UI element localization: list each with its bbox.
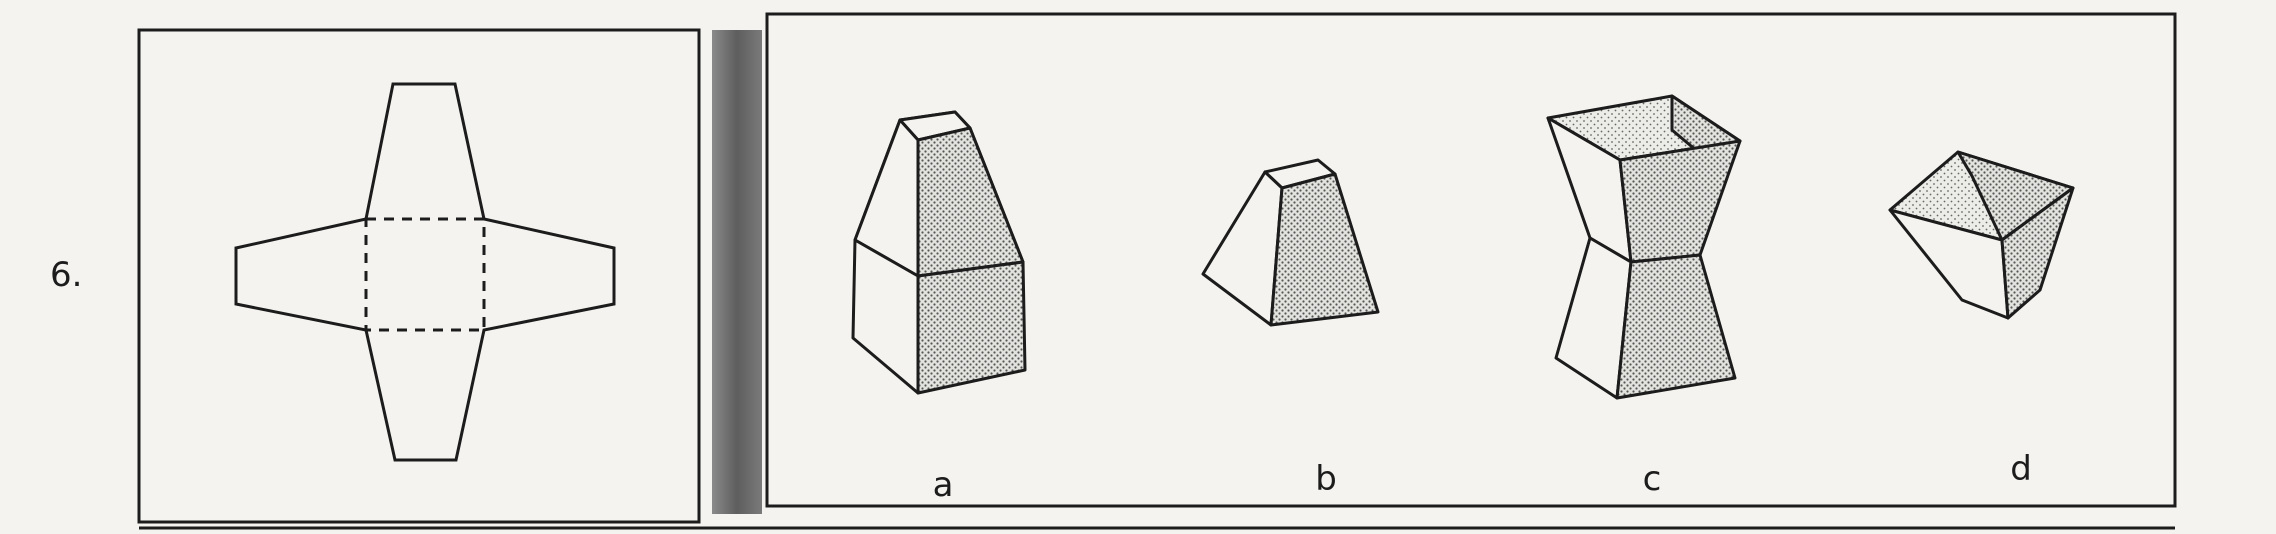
option-b-label[interactable]: b <box>1315 459 1337 499</box>
option-a-figure <box>851 110 1027 395</box>
option-b-figure <box>1201 158 1380 327</box>
options-panel <box>765 12 2177 508</box>
option-c-label[interactable]: c <box>1643 459 1662 499</box>
option-d-figure <box>1888 150 2075 320</box>
cross-net <box>234 82 616 462</box>
option-c-figure <box>1546 94 1742 400</box>
option-d-label[interactable]: d <box>2010 449 2032 489</box>
option-a-label[interactable]: a <box>933 465 954 505</box>
question-number: 6. <box>50 255 83 295</box>
net-panel <box>137 28 701 524</box>
divider-bar <box>712 30 762 514</box>
